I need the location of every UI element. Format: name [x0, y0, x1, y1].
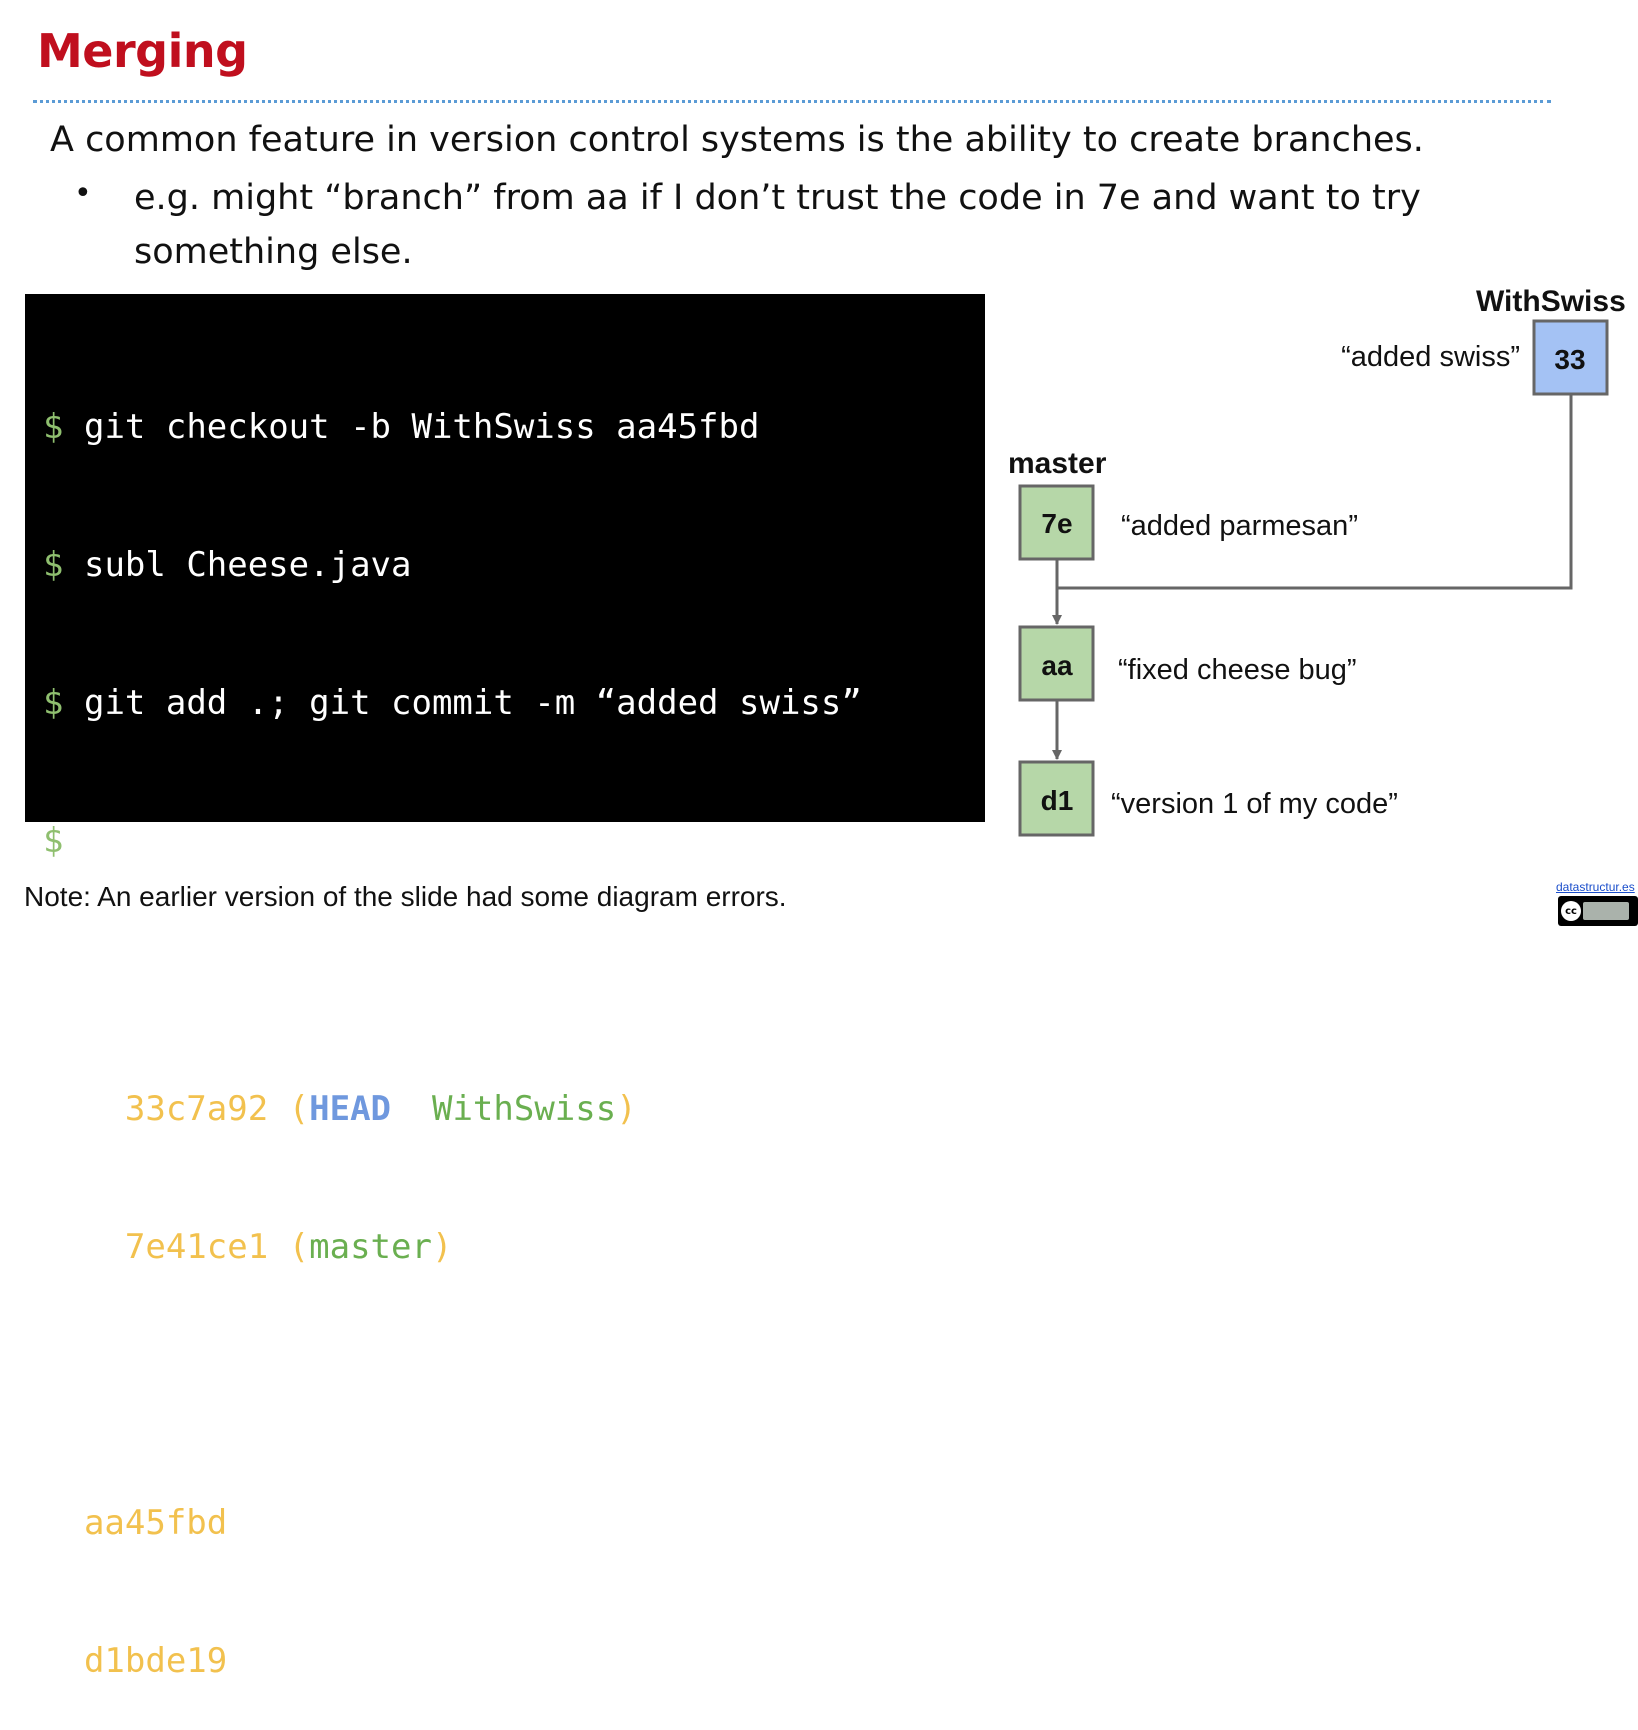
log-graph: *: [43, 1503, 84, 1543]
command-log-flags: --graph --oneline --all --decorate: [227, 826, 818, 859]
terminal-line-commit: $ git add .; git commit -m “added swiss”: [43, 680, 985, 726]
commit-message-aa: “fixed cheese bug”: [1118, 654, 1357, 686]
log-graph: *: [43, 1641, 84, 1681]
commit-id-aa: aa: [1041, 650, 1073, 681]
commit-id-7e: 7e: [1041, 508, 1072, 539]
log-graph: * |: [43, 1227, 125, 1267]
commit-message-33: “added swiss”: [1341, 341, 1520, 373]
terminal-line-log: $ git log --graph --oneline --all --deco…: [43, 818, 985, 864]
branch-ref: WithSwiss: [431, 1089, 617, 1129]
head-ref: HEAD: [309, 1089, 392, 1129]
slide-title: Merging: [37, 24, 248, 78]
log-paren: ): [616, 1089, 637, 1129]
edge-33-to-aa: [1057, 394, 1573, 590]
commit-node-aa: [1018, 625, 1095, 702]
log-graph: *: [43, 1089, 125, 1129]
log-paren: (: [268, 1227, 310, 1267]
site-link[interactable]: datastructur.es: [1556, 880, 1635, 894]
log-line-swiss: * 33c7a92 (HEAD, WithSwiss) added swiss: [43, 1086, 985, 1132]
command-edit: subl Cheese.java: [83, 545, 412, 585]
cc-license-badge: cc: [1558, 896, 1638, 926]
terminal-line-checkout: $ git checkout -b WithSwiss aa45fbd: [43, 404, 985, 450]
commit-graph-diagram: WithSwiss master 33 “added swiss” 7e “ad…: [1008, 285, 1626, 837]
commit-id-d1: d1: [1041, 785, 1074, 816]
commit-message: added parmesan: [452, 1227, 760, 1267]
bullet-marker: •: [74, 176, 92, 211]
commit-hash: d1bde19: [83, 1641, 228, 1681]
commit-node-7e: [1018, 484, 1095, 561]
license-terms-icon: [1583, 902, 1629, 920]
command-checkout: git checkout -b WithSwiss aa45fbd: [83, 407, 760, 447]
commit-message-d1: “version 1 of my code”: [1111, 788, 1398, 820]
commit-hash: aa45fbd: [83, 1503, 228, 1543]
shell-prompt: $: [43, 407, 64, 447]
commit-hash: 7e41ce1: [124, 1227, 269, 1267]
title-divider: [33, 100, 1551, 103]
branch-label-withswiss: WithSwiss: [1476, 285, 1626, 318]
log-graph: |/: [43, 1365, 84, 1405]
shell-prompt: $: [43, 821, 64, 861]
commit-message: fixed cheese bug: [227, 1503, 576, 1543]
commit-hash: 33c7a92: [124, 1089, 269, 1129]
shell-prompt: $: [43, 683, 64, 723]
shell-prompt: $: [43, 545, 64, 585]
log-paren: ): [431, 1227, 453, 1267]
commit-node-d1: [1018, 760, 1095, 837]
commit-node-33: [1532, 319, 1609, 396]
branch-ref: master: [309, 1227, 432, 1267]
commit-message-7e: “added parmesan”: [1121, 510, 1358, 542]
commit-message: version 1 of my code: [227, 1641, 658, 1681]
command-commit: git add .; git commit -m “added swiss”: [83, 683, 862, 723]
terminal-blank-line: [43, 956, 985, 994]
commit-message: added swiss: [636, 1089, 883, 1129]
terminal-line-edit: $ subl Cheese.java: [43, 542, 985, 588]
bullet-text: e.g. might “branch” from aa if I don’t t…: [134, 178, 1421, 272]
log-line-parmesan: * | 7e41ce1 (master) added parmesan: [43, 1224, 985, 1270]
branch-label-master: master: [1008, 447, 1107, 480]
footnote: Note: An earlier version of the slide ha…: [24, 881, 787, 912]
intro-text: A common feature in version control syst…: [50, 120, 1424, 160]
commit-id-33: 33: [1554, 344, 1585, 375]
log-paren: (: [268, 1089, 310, 1129]
log-line-merge-graph: |/: [43, 1362, 985, 1408]
log-comma: ,: [391, 1089, 432, 1129]
command-log: git log: [83, 821, 228, 861]
log-line-version1: * d1bde19 version 1 of my code: [43, 1638, 985, 1684]
cc-icon: cc: [1561, 901, 1581, 921]
log-line-bugfix: * aa45fbd fixed cheese bug: [43, 1500, 985, 1546]
